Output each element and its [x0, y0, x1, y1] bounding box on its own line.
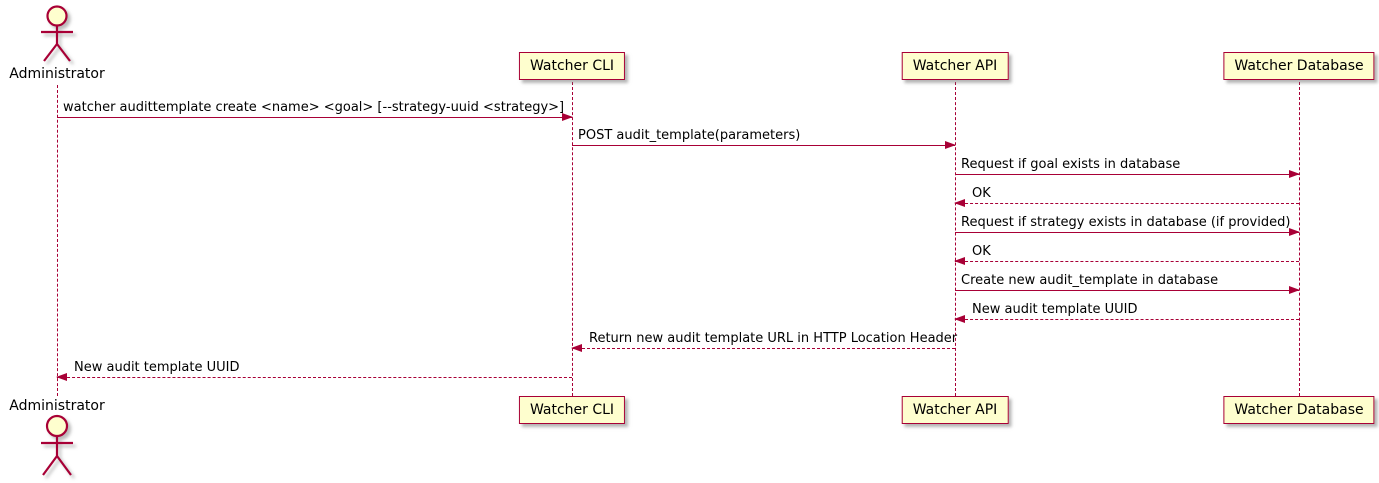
participant-watcher-cli-bottom: Watcher CLI — [518, 396, 626, 424]
arrow-line — [57, 377, 572, 378]
message-post-audit-template: POST audit_template(parameters) — [572, 128, 956, 149]
arrowhead-right-icon — [945, 141, 956, 149]
arrowhead-left-icon — [56, 373, 67, 381]
message-return-url-location-header: Return new audit template URL in HTTP Lo… — [571, 331, 958, 352]
participant-watcher-database-bottom: Watcher Database — [1223, 396, 1375, 424]
message-label: POST audit_template(parameters) — [578, 128, 801, 143]
lifeline-watcher-database — [1299, 82, 1300, 396]
message-ok-goal: OK — [954, 186, 1299, 207]
administrator-label-top: Administrator — [9, 66, 105, 82]
administrator-actor-icon-bottom — [41, 414, 73, 476]
message-label: watcher audittemplate create <name> <goa… — [63, 100, 565, 115]
arrow-line — [57, 117, 572, 118]
message-label: Request if strategy exists in database (… — [961, 215, 1291, 230]
arrow-line — [572, 145, 955, 146]
message-label: OK — [972, 186, 991, 201]
arrowhead-right-icon — [1289, 228, 1300, 236]
lifeline-watcher-api — [955, 82, 956, 396]
participant-watcher-api-bottom: Watcher API — [901, 396, 1009, 424]
lifeline-watcher-cli — [572, 82, 573, 396]
message-request-goal-exists: Request if goal exists in database — [955, 157, 1300, 178]
administrator-label-bottom: Administrator — [9, 398, 105, 414]
arrowhead-right-icon — [1289, 170, 1300, 178]
message-label: Request if goal exists in database — [961, 157, 1181, 172]
message-label: New audit template UUID — [74, 360, 240, 375]
message-label: Create new audit_template in database — [961, 273, 1219, 288]
message-request-strategy-exists: Request if strategy exists in database (… — [955, 215, 1300, 236]
participant-watcher-database-top: Watcher Database — [1223, 52, 1375, 80]
arrowhead-left-icon — [954, 257, 965, 265]
lifeline-administrator — [57, 85, 58, 396]
arrow-line — [955, 319, 1299, 320]
arrowhead-right-icon — [562, 113, 573, 121]
message-new-audit-template-uuid-db: New audit template UUID — [954, 302, 1299, 323]
arrow-line — [955, 232, 1299, 233]
arrow-line — [955, 203, 1299, 204]
arrow-line — [572, 348, 955, 349]
message-ok-strategy: OK — [954, 244, 1299, 265]
arrow-line — [955, 261, 1299, 262]
participant-watcher-api-top: Watcher API — [901, 52, 1009, 80]
arrowhead-left-icon — [954, 315, 965, 323]
message-new-audit-template-uuid-admin: New audit template UUID — [56, 360, 572, 381]
message-create-audittemplate: watcher audittemplate create <name> <goa… — [57, 100, 573, 121]
administrator-actor-icon — [41, 5, 73, 62]
message-create-new-audit-template: Create new audit_template in database — [955, 273, 1300, 294]
message-label: OK — [972, 244, 991, 259]
message-label: Return new audit template URL in HTTP Lo… — [589, 331, 958, 346]
arrow-line — [955, 174, 1299, 175]
participant-watcher-cli-top: Watcher CLI — [518, 52, 626, 80]
arrowhead-left-icon — [571, 344, 582, 352]
message-label: New audit template UUID — [972, 302, 1138, 317]
arrow-line — [955, 290, 1299, 291]
arrowhead-left-icon — [954, 199, 965, 207]
arrowhead-right-icon — [1289, 286, 1300, 294]
